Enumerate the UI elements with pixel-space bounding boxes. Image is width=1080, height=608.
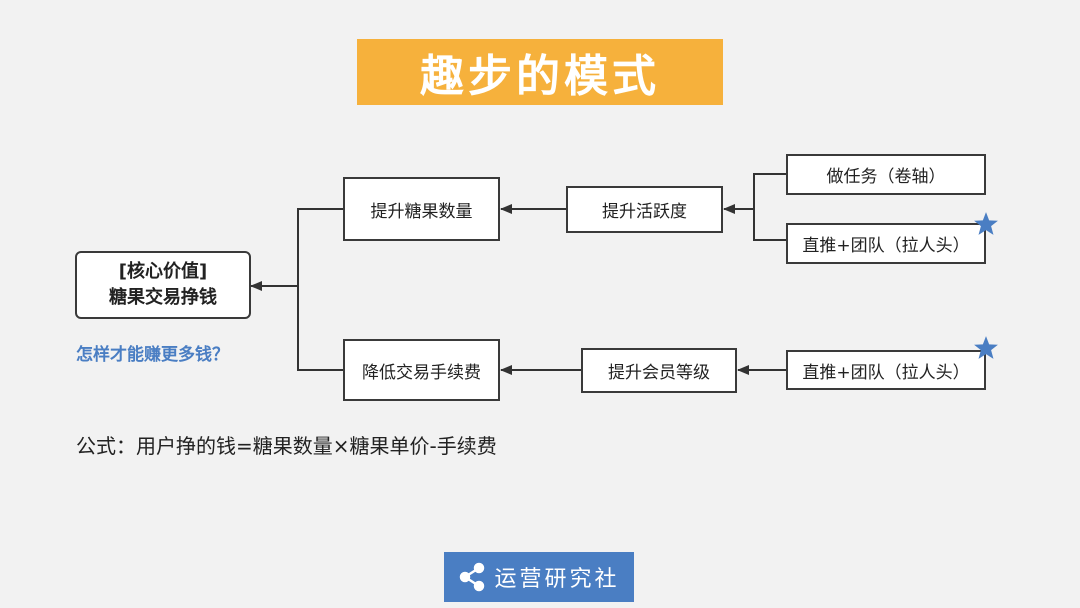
task-box: 做任务（卷轴） [786, 154, 986, 195]
member-level-box: 提升会员等级 [581, 348, 737, 393]
connector-results-to-core [297, 208, 343, 371]
referral-team-box-bottom: 直推+团队（拉人头） [786, 350, 986, 390]
page-title: 趣步的模式 [357, 39, 723, 105]
share-icon [460, 562, 485, 592]
referral-team-box-top: 直推+团队（拉人头） [786, 223, 986, 264]
fee-reduction-box: 降低交易手续费 [343, 339, 500, 401]
formula-text: 公式：用户挣的钱=糖果数量×糖果单价-手续费 [76, 434, 497, 458]
connector-task-to-activity [753, 173, 786, 241]
logo-text: 运营研究社 [494, 567, 620, 592]
brand-logo: 运营研究社 [444, 552, 634, 602]
star-icon [974, 212, 998, 235]
candy-quantity-box: 提升糖果数量 [343, 177, 500, 241]
core-value-line2: 糖果交易挣钱 [109, 287, 217, 308]
core-value-line1: [核心价值] [118, 261, 208, 282]
activity-box: 提升活跃度 [566, 186, 723, 233]
core-value-box: [核心价值] 糖果交易挣钱 [75, 251, 251, 319]
question-text: 怎样才能赚更多钱？ [76, 345, 229, 365]
star-icon [974, 336, 998, 359]
